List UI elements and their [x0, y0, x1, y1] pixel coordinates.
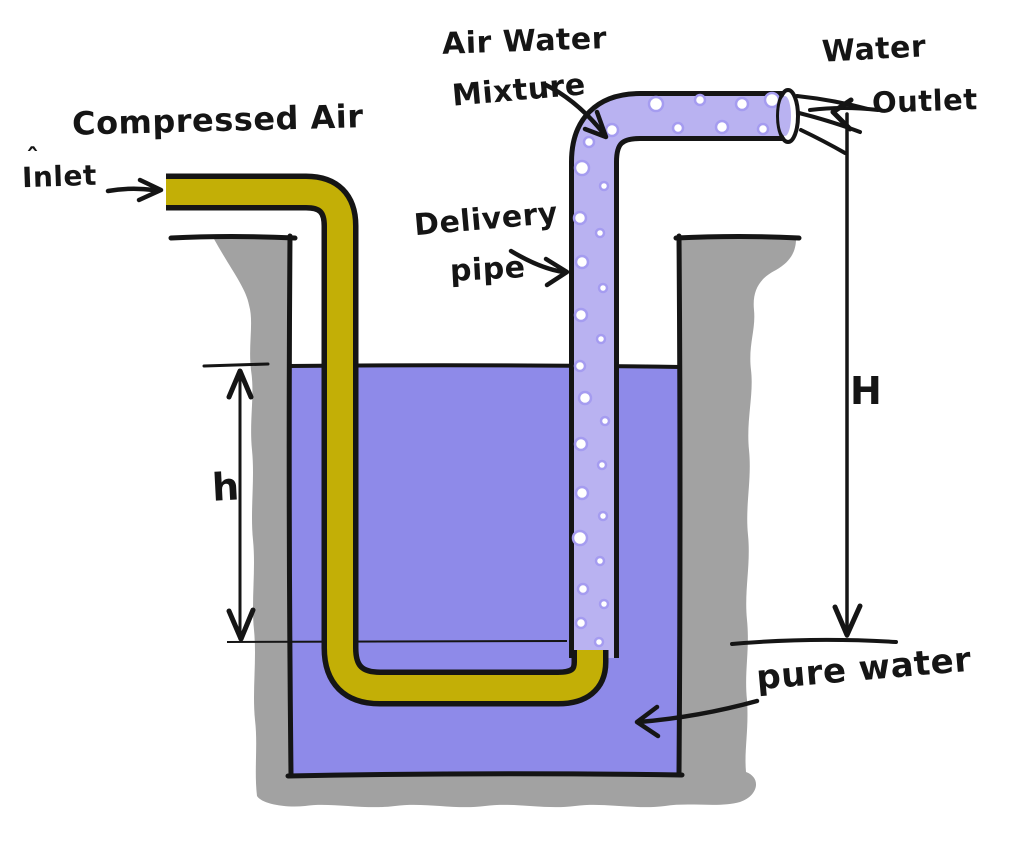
h-arrow-down-icon [226, 607, 256, 642]
tank-left-wall-line [286, 233, 294, 777]
H-arrow-down-icon [832, 603, 863, 638]
delivery-pipe-label-line2: pipe [449, 250, 527, 289]
air-pipe-body [166, 179, 603, 701]
pure-water-arrow-shaft [636, 698, 760, 725]
pure-water-arrow-icon [634, 698, 760, 739]
bubble-icon [571, 529, 589, 547]
bubble-icon [574, 254, 590, 270]
outlet-bore [779, 96, 791, 136]
bubbles-layer [571, 91, 781, 648]
bubble-icon [756, 122, 770, 136]
bubble-icon [574, 616, 588, 630]
h-dimension [202, 362, 270, 642]
delivery-arrow-shaft [508, 248, 567, 275]
leader-arrows [105, 81, 760, 739]
outlet-opening [776, 88, 800, 144]
mixture-arrow-shaft [541, 81, 607, 137]
bubble-icon [593, 636, 605, 648]
bubble-icon [595, 333, 607, 345]
h-arrow-up-icon [226, 368, 254, 400]
bubble-icon [693, 93, 707, 107]
depth-reference-line [226, 640, 568, 643]
bubble-icon [573, 436, 589, 452]
water-outlet-label-line1: Water [821, 29, 928, 70]
bubble-icon [714, 119, 730, 135]
bubble-icon [671, 121, 685, 135]
bubble-icon [599, 415, 611, 427]
flow-line [797, 111, 862, 134]
pure-water-arrow-head [634, 704, 661, 739]
outlet-flow-lines [795, 94, 870, 155]
bubble-icon [574, 485, 590, 501]
water-outlet-label-line2: Outlet [871, 82, 979, 120]
bubble-icon [597, 510, 609, 522]
inlet-arrow-shaft [105, 186, 157, 194]
h-dimension-label: h [210, 464, 241, 510]
bubble-icon [604, 122, 620, 138]
tank-left-cap-line [168, 234, 298, 241]
bubble-icon [647, 95, 665, 113]
bubble-icon [577, 390, 593, 406]
bubble-icon [573, 359, 587, 373]
bubble-icon [582, 135, 596, 149]
H-dimension-label: H [850, 369, 883, 413]
bubble-icon [576, 582, 590, 596]
h-top-tick [202, 362, 270, 368]
tank-bottom-line [285, 771, 685, 779]
inlet-accent: ˆ [26, 144, 40, 174]
bubble-icon [596, 459, 608, 471]
inlet-label: Inlet [21, 158, 98, 195]
tank-outline [168, 233, 802, 779]
inlet-arrow-head [136, 177, 164, 203]
bubble-icon [594, 555, 606, 567]
H-dimension [730, 97, 898, 646]
bubble-icon [572, 210, 588, 226]
mixture-arrow-head [582, 109, 609, 140]
bubble-icon [597, 282, 609, 294]
bubble-icon [573, 159, 591, 177]
bubble-icon [598, 598, 610, 610]
H-top-tick [808, 106, 880, 112]
delivery-arrow-head [543, 256, 570, 288]
H-bottom-tick [730, 637, 898, 646]
air-water-mixture-label-line1: Air Water [441, 21, 608, 62]
bubble-icon [573, 307, 589, 323]
bubble-icon [734, 96, 750, 112]
H-arrow-up-icon [830, 97, 854, 132]
tank-right-wall-line [676, 233, 683, 777]
delivery-pipe-arrow-icon [508, 248, 570, 288]
flow-line [799, 128, 847, 155]
inlet-arrow-icon [105, 177, 164, 203]
bubble-icon [594, 227, 606, 239]
tank-right-cap-line [673, 234, 802, 241]
tank-wall [214, 239, 796, 808]
mixture-arrow-icon [541, 81, 609, 140]
bubble-icon [598, 180, 610, 192]
compressed-air-label: Compressed Air [71, 97, 365, 143]
